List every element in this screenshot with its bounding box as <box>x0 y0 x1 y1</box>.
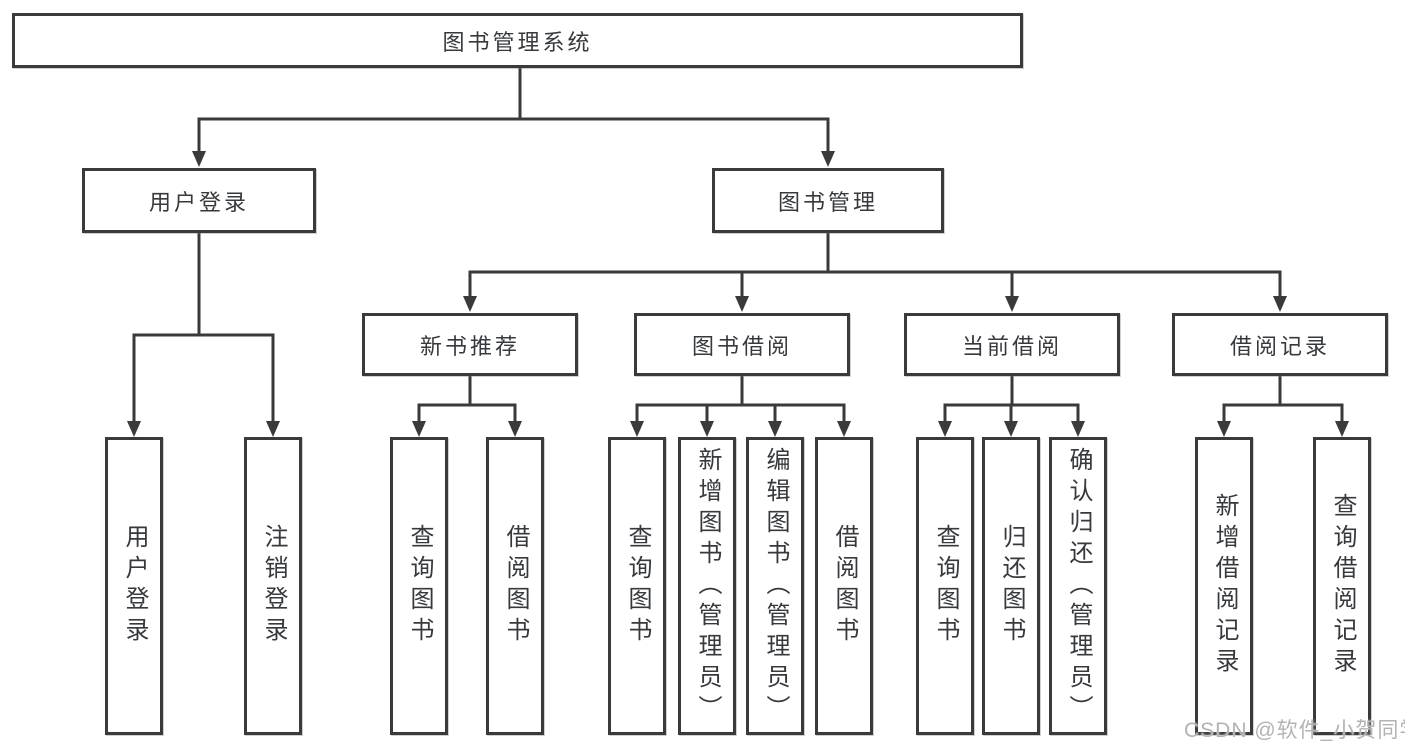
arrowhead-icons <box>127 151 1349 437</box>
node-borrowing-records: 借阅记录 <box>1172 313 1388 376</box>
node-user-login: 用户登录 <box>82 168 316 233</box>
node-new-book-recommendation: 新书推荐 <box>362 313 578 376</box>
leaf-query-books-current: 查询图书 <box>916 437 974 735</box>
leaf-edit-book-admin: 编辑图书（管理员） <box>746 437 804 735</box>
node-current-borrowing: 当前借阅 <box>904 313 1120 376</box>
leaf-borrow-books-recommend: 借阅图书 <box>486 437 544 735</box>
leaf-user-login: 用户登录 <box>105 437 163 735</box>
leaf-add-book-admin: 新增图书（管理员） <box>678 437 736 735</box>
node-book-management: 图书管理 <box>712 168 944 233</box>
leaf-logout: 注销登录 <box>244 437 302 735</box>
node-book-borrowing: 图书借阅 <box>634 313 850 376</box>
leaf-return-book: 归还图书 <box>982 437 1040 735</box>
connector-lines <box>132 68 1344 423</box>
leaf-query-books-recommend: 查询图书 <box>390 437 448 735</box>
leaf-query-books-borrow: 查询图书 <box>608 437 666 735</box>
leaf-add-borrow-record: 新增借阅记录 <box>1195 437 1253 735</box>
node-library-system: 图书管理系统 <box>12 13 1023 68</box>
watermark: CSDN @软件_小贺同学 <box>1184 719 1405 742</box>
leaf-confirm-return-admin: 确认归还（管理员） <box>1049 437 1107 735</box>
leaf-borrow-books-borrow: 借阅图书 <box>815 437 873 735</box>
leaf-query-borrow-record: 查询借阅记录 <box>1313 437 1371 735</box>
